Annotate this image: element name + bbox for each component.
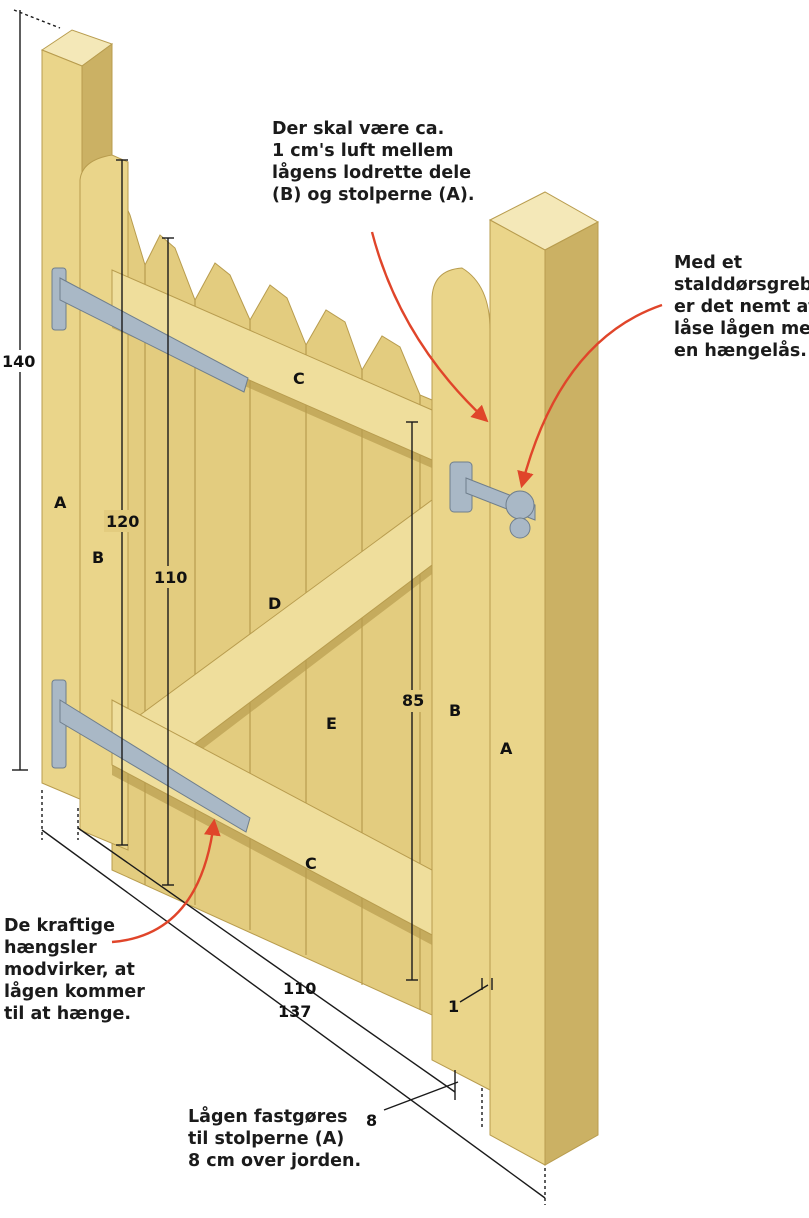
label-stile-left: B [92, 548, 104, 567]
dim-gate-height-inner: 110 [154, 568, 187, 587]
note-hinges: De kraftige hængsler modvirker, at lågen… [4, 916, 145, 1024]
label-stile-right: B [449, 701, 461, 720]
dim-line-137 [41, 829, 546, 1199]
label-brace: D [268, 594, 281, 613]
dim-gate-height-latch: 85 [402, 691, 424, 710]
note-gap: Der skal være ca. 1 cm's luft mellem låg… [272, 119, 475, 205]
dim-ground-clearance: 8 [366, 1111, 377, 1130]
label-rail-bottom: C [305, 854, 317, 873]
dim-gap: 1 [448, 997, 459, 1016]
dim-line-110-horizontal [77, 827, 456, 1093]
label-post-left: A [54, 493, 67, 512]
note-mount: Lågen fastgøres til stolperne (A) 8 cm o… [188, 1107, 362, 1171]
label-post-right: A [500, 739, 513, 758]
arrow-hinges [111, 818, 221, 944]
right-post [488, 191, 600, 1166]
arrow-latch [517, 303, 663, 489]
right-post-side [544, 221, 599, 1166]
note-latch: Med et stalddørsgreb er det nemt at låse… [674, 253, 809, 361]
dim-gate-height-outer: 120 [106, 512, 139, 531]
dim-width-inner: 110 [283, 979, 316, 998]
right-post-front [489, 219, 546, 1166]
stable-door-latch-icon [449, 461, 536, 539]
label-rail-top: C [293, 369, 305, 388]
dim-post-height: 140 [2, 352, 35, 371]
arrow-gap [370, 231, 489, 423]
label-boards: E [326, 714, 337, 733]
dim-width-total: 137 [278, 1002, 311, 1021]
gate [79, 154, 491, 1091]
strap-hinge-icon [51, 267, 251, 833]
right-stile [431, 267, 491, 1091]
callout-arrows [111, 231, 663, 944]
